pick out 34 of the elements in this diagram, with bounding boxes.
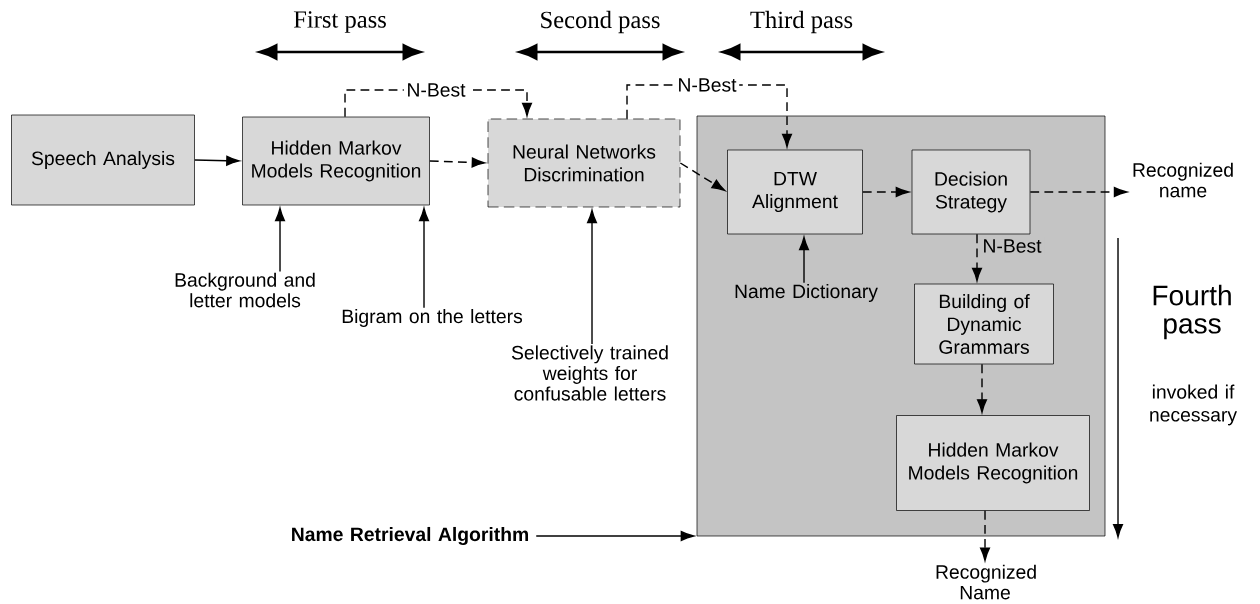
text-label: Background and letter models [175, 272, 315, 308]
arrow [429, 157, 486, 168]
note-text: invoked if necessary [1150, 384, 1237, 426]
arrow [586, 209, 598, 345]
text-label: Name Dictionary [735, 284, 878, 302]
arrow [798, 236, 810, 284]
pass-label: First pass [293, 11, 386, 33]
process-box: Building of Dynamic Grammars [914, 283, 1054, 365]
arrow [418, 207, 430, 309]
arrow [194, 155, 240, 166]
edge-label: N-Best [403, 80, 469, 100]
arrow [535, 530, 695, 542]
process-box: Speech Analysis [11, 114, 195, 206]
process-box: Hidden Markov Models Recognition [896, 415, 1090, 511]
process-box: Hidden Markov Models Recognition [242, 116, 430, 206]
pass-label: Second pass [541, 10, 660, 34]
arrow [971, 233, 983, 282]
arrow [979, 510, 991, 561]
arrow [976, 363, 988, 413]
text-label: Bigram on the letters [342, 309, 523, 327]
text-label: Recognized name [1133, 162, 1233, 198]
text-label: Recognized Name [936, 564, 1036, 600]
process-box: DTW Alignment [727, 149, 863, 235]
arrow [1029, 186, 1128, 198]
process-box: Decision Strategy [911, 149, 1031, 235]
arrow [274, 207, 286, 273]
pass-label: Third pass [750, 10, 853, 34]
arrow [679, 162, 726, 192]
process-box: Neural Networks Discrimination [487, 118, 681, 208]
pass-label: Fourth pass [1153, 284, 1231, 340]
arrow [862, 186, 910, 198]
edge-label: N-Best [674, 75, 740, 95]
text-label: Name Retrieval Algorithm [292, 526, 528, 546]
text-label: Selectively trained weights for confusable letters [511, 345, 668, 401]
